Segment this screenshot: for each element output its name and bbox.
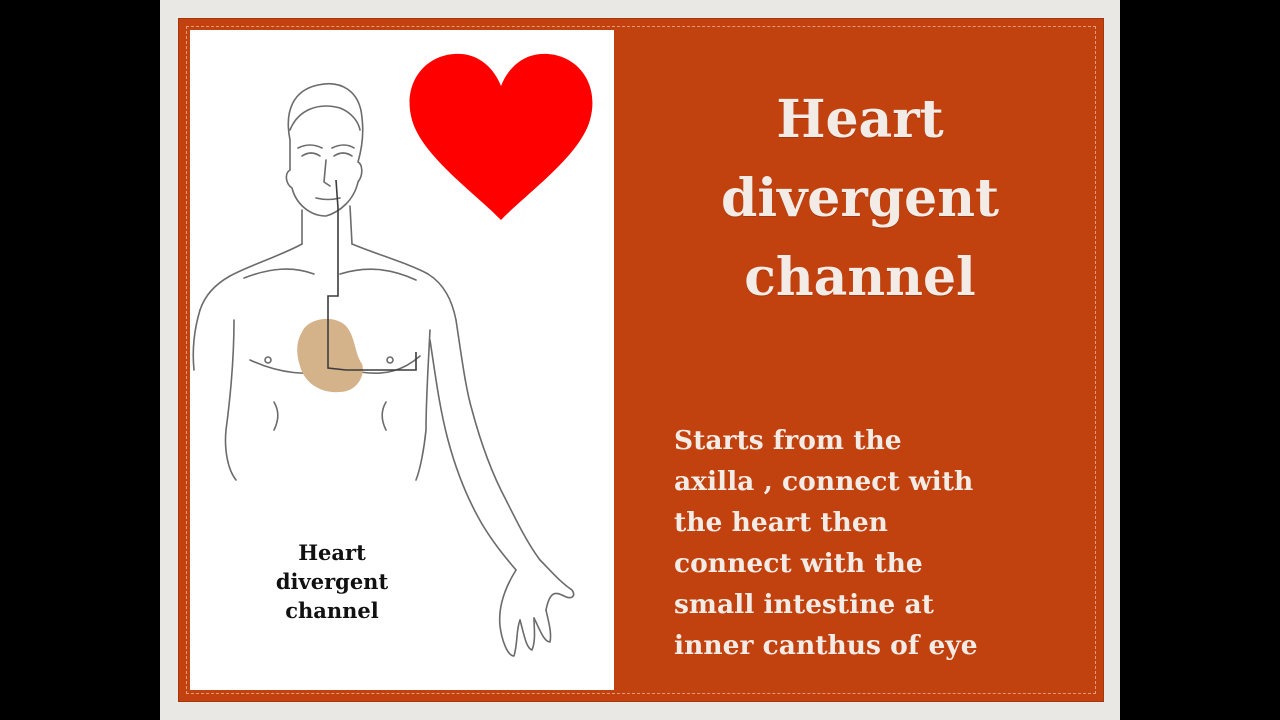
right-hand xyxy=(498,569,521,657)
human-torso-illustration xyxy=(192,83,575,657)
left-torso-edge xyxy=(224,319,237,481)
neck-right xyxy=(349,205,353,245)
right-torso-edge xyxy=(415,329,431,481)
nose xyxy=(323,159,331,187)
slide-frame: Heart divergent channel Heart divergent … xyxy=(178,18,1104,702)
figure-caption: Heart divergent channel xyxy=(275,540,389,623)
head-outline xyxy=(285,83,364,217)
heart-icon xyxy=(409,53,593,221)
slide-title: Heart divergent channel xyxy=(720,89,1000,308)
right-arm-outer xyxy=(455,319,541,561)
hair-line xyxy=(289,105,361,131)
slide-description: Starts from the axilla , connect with th… xyxy=(674,425,978,661)
heart-zone xyxy=(297,318,363,393)
slide: Heart divergent channel Heart divergent … xyxy=(160,0,1120,720)
right-arm-inner xyxy=(429,339,517,571)
mouth xyxy=(315,197,341,201)
left-eye xyxy=(301,152,321,157)
right-shoulder xyxy=(351,243,457,321)
channel-path xyxy=(327,179,417,371)
frame-stitch-border xyxy=(186,26,1096,694)
left-shoulder xyxy=(199,243,303,311)
right-eye xyxy=(333,152,353,157)
